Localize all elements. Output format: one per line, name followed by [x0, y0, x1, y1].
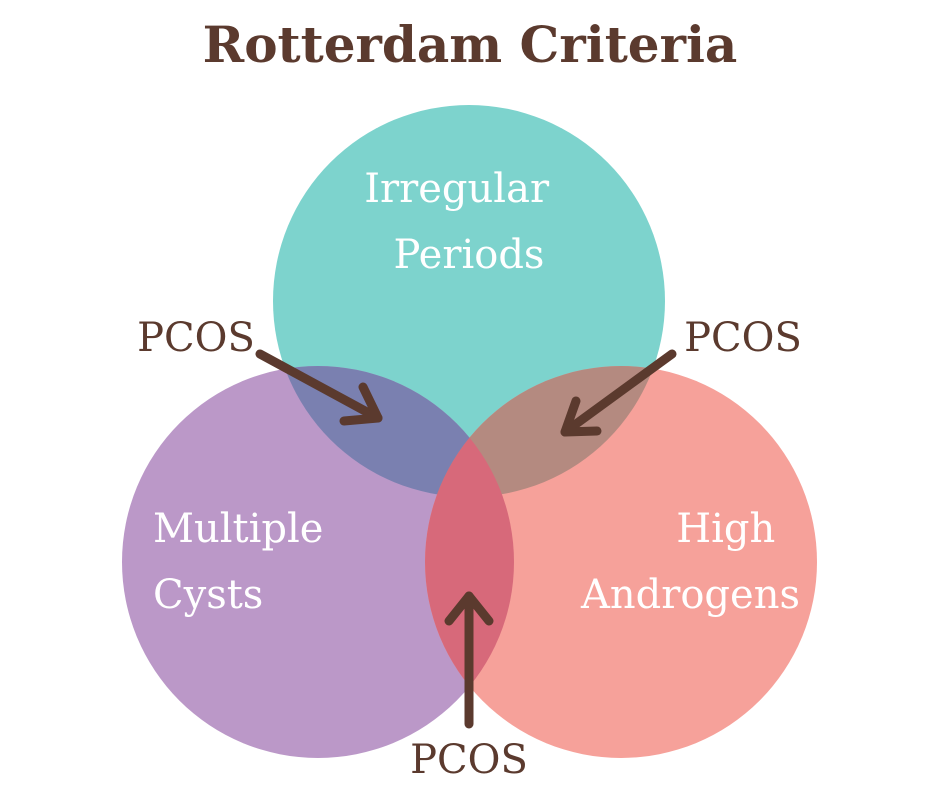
pcos-label-bottom: PCOS: [410, 737, 528, 783]
label-irregular-periods: Irregular Periods: [364, 166, 562, 278]
label-high-androgens: High Androgens: [580, 506, 800, 618]
arrow-right-pcos: [560, 349, 677, 437]
pcos-label-right: PCOS: [684, 315, 802, 361]
label-line: High: [676, 506, 775, 552]
label-line: Cysts: [153, 572, 263, 618]
label-line: Androgens: [580, 572, 800, 618]
overlap-top-right: [425, 366, 665, 497]
label-line: Multiple: [153, 506, 323, 552]
pcos-label-left: PCOS: [137, 315, 255, 361]
diagram-title: Rotterdam Criteria: [203, 15, 738, 74]
label-multiple-cysts: Multiple Cysts: [153, 506, 336, 618]
overlap-top-left: [273, 366, 514, 497]
label-line: Periods: [394, 232, 545, 278]
arrow-left-pcos: [255, 349, 383, 426]
arrow-bottom-pcos: [444, 591, 494, 729]
label-line: Irregular: [364, 166, 550, 212]
